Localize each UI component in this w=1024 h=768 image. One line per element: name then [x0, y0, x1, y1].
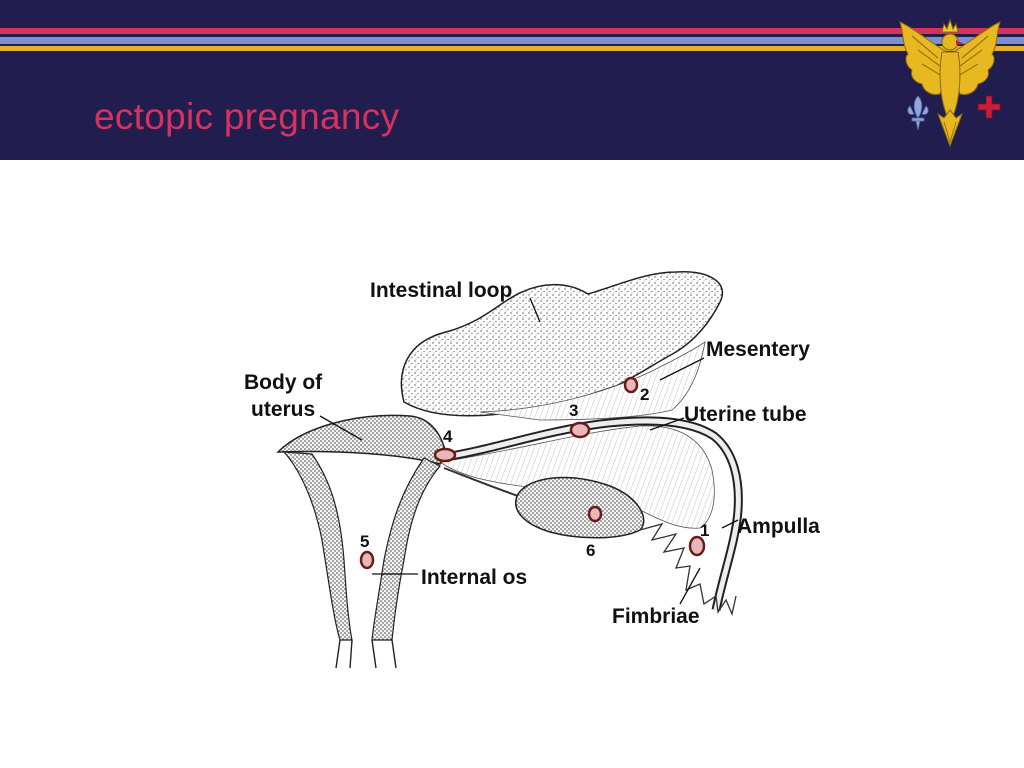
implantation-site-2: [623, 376, 639, 394]
site-number-2: 2: [640, 385, 649, 404]
site-number-4: 4: [443, 427, 453, 446]
fimbriae-shape: [639, 522, 737, 617]
implantation-site-1: [688, 535, 706, 557]
cervix-shape: [335, 639, 397, 669]
implantation-site-4: [433, 447, 457, 463]
eagle-crest-icon: [899, 18, 1001, 148]
site-number-5: 5: [360, 532, 369, 551]
slide-header: ectopic pregnancy: [0, 0, 1024, 160]
site-number-6: 6: [586, 541, 595, 560]
label-body-of-uterus-line2: uterus: [251, 398, 315, 421]
mesentery-shape: [479, 341, 706, 421]
implantation-site-6: [587, 505, 603, 523]
label-body-of-uterus-line1: Body of: [244, 371, 323, 394]
header-stripe-gold: [0, 46, 1024, 51]
broad-ligament-shape: [438, 425, 715, 529]
uterus-right-wall: [371, 457, 441, 641]
leader-lines: [319, 297, 739, 605]
label-mesentery: Mesentery: [706, 338, 810, 361]
site-number-3: 3: [569, 401, 578, 420]
uterus-left-wall: [282, 451, 353, 641]
label-intestinal-loop: Intestinal loop: [370, 279, 512, 302]
label-uterine-tube: Uterine tube: [684, 403, 807, 426]
label-internal-os: Internal os: [421, 566, 527, 589]
header-stripe-red: [0, 28, 1024, 34]
slide-title: ectopic pregnancy: [94, 96, 400, 137]
implantation-site-3: [569, 421, 591, 439]
implantation-site-5: [359, 550, 375, 570]
header-stripe-blue: [0, 37, 1024, 44]
label-fimbriae: Fimbriae: [612, 605, 700, 628]
label-ampulla: Ampulla: [737, 515, 820, 538]
site-number-1: 1: [700, 521, 709, 540]
